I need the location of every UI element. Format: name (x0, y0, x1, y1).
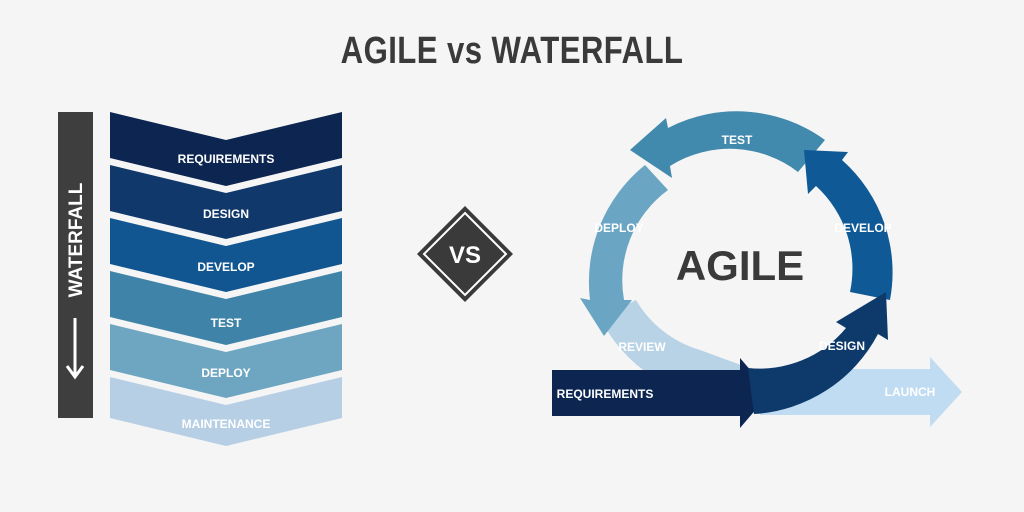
waterfall-step-maintenance (110, 377, 342, 446)
waterfall-step-requirements (110, 112, 342, 186)
waterfall-section: WATERFALL REQUIREMENTS DESIGN DEVELOP TE… (58, 112, 342, 446)
vs-label: VS (449, 242, 481, 269)
agile-step-label: REVIEW (618, 340, 666, 354)
waterfall-step-label: REQUIREMENTS (178, 152, 275, 166)
requirements-label: REQUIREMENTS (557, 387, 654, 401)
waterfall-step-design (110, 165, 342, 239)
waterfall-step-test (110, 271, 342, 345)
agile-step-label: TEST (722, 133, 753, 147)
waterfall-step-label: DEPLOY (201, 366, 250, 380)
down-arrow-icon (65, 318, 85, 380)
agile-step-deploy (580, 165, 668, 336)
agile-step-label: DEVELOP (834, 221, 891, 235)
waterfall-step-deploy (110, 324, 342, 398)
requirements-arrow (552, 358, 770, 428)
agile-step-design (748, 292, 888, 414)
agile-step-develop (804, 150, 893, 300)
waterfall-step-label: TEST (211, 316, 242, 330)
waterfall-side-label: WATERFALL (66, 182, 87, 297)
agile-step-label: DESIGN (819, 339, 865, 353)
agile-step-label: DEPLOY (594, 221, 643, 235)
waterfall-step-develop (110, 218, 342, 292)
agile-center-label: AGILE (676, 242, 804, 289)
waterfall-step-label: DESIGN (203, 207, 249, 221)
vs-badge: VS (417, 206, 513, 302)
agile-section: LAUNCH REVIEW DEPLOY TEST DEVELOP REQUIR… (552, 111, 962, 428)
waterfall-step-label: MAINTENANCE (182, 417, 271, 431)
page-title: AGILE vs WATERFALL (340, 30, 684, 72)
waterfall-step-label: DEVELOP (197, 260, 254, 274)
agile-step-test (630, 111, 825, 178)
launch-label: LAUNCH (885, 385, 936, 399)
